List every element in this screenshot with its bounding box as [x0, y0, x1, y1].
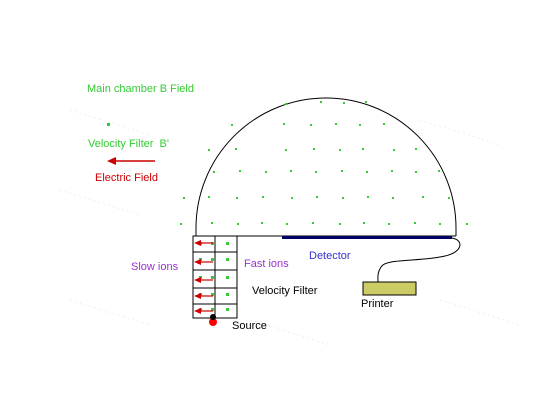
- b-field-dot: [393, 149, 395, 151]
- b-field-dot: [466, 223, 468, 225]
- hatch-line: [69, 299, 151, 326]
- b-field-dot: [291, 197, 293, 199]
- b-field-dot: [283, 123, 285, 125]
- arrow-head: [194, 277, 201, 283]
- b-field-dot: [208, 196, 210, 198]
- b-field-dot: [366, 171, 368, 173]
- b-field-dot: [320, 101, 322, 103]
- hatch-line: [439, 299, 521, 326]
- b-field-dot: [392, 197, 394, 199]
- b-field-dot: [415, 148, 417, 150]
- b-field-dot: [339, 223, 341, 225]
- b-field-dot: [313, 148, 315, 150]
- b-field-dot: [261, 222, 263, 224]
- b-prime-field-dot: [226, 242, 229, 245]
- b-field-dot: [388, 223, 390, 225]
- arrow-head: [194, 293, 201, 299]
- b-field-dot: [383, 123, 385, 125]
- b-field-dot: [180, 223, 182, 225]
- b-field-dot: [312, 222, 314, 224]
- arrow-head: [107, 157, 116, 165]
- ion-source-dot: [209, 318, 217, 326]
- printer-cable: [377, 237, 461, 283]
- velocity-filter-electric-arrows: [194, 240, 213, 314]
- e-field-arrow-icon: [194, 259, 213, 265]
- e-field-arrow-icon: [194, 277, 213, 283]
- arrow-head: [194, 308, 201, 314]
- b-field-dot: [359, 124, 361, 126]
- b-prime-field-dot: [226, 276, 229, 279]
- b-field-dot: [316, 196, 318, 198]
- b-prime-field-dot: [211, 276, 214, 279]
- b-field-dot: [235, 148, 237, 150]
- b-prime-field-dot: [211, 308, 214, 311]
- e-field-arrow-icon: [194, 308, 213, 314]
- hatch-line: [59, 189, 141, 216]
- b-field-dot: [415, 171, 417, 173]
- b-field-dot: [285, 149, 287, 151]
- b-field-dot: [286, 223, 288, 225]
- b-field-dot: [362, 148, 364, 150]
- background-hatch: [59, 109, 521, 346]
- b-prime-field-dot: [226, 293, 229, 296]
- b-field-dot: [439, 223, 441, 225]
- arrow-head: [194, 240, 201, 246]
- b-field-dot: [342, 197, 344, 199]
- b-field-dot: [239, 170, 241, 172]
- b-field-dot: [438, 170, 440, 172]
- b-field-dot: [310, 124, 312, 126]
- source-label: Source: [232, 320, 267, 332]
- main-chamber-field-label: Main chamber B Field: [87, 83, 194, 95]
- electric-field-arrow-icon: [107, 157, 155, 165]
- b-prime-field-dot: [211, 258, 214, 261]
- b-field-dot: [391, 170, 393, 172]
- printer-label: Printer: [361, 298, 394, 310]
- slow-ions-label: Slow ions: [131, 261, 179, 273]
- fast-ions-label: Fast ions: [244, 258, 289, 270]
- b-field-dot: [343, 102, 345, 104]
- b-field-dot: [422, 196, 424, 198]
- b-field-dot: [211, 222, 213, 224]
- b-field-dot: [335, 123, 337, 125]
- b-prime-field-dot: [226, 308, 229, 311]
- electric-field-label: Electric Field: [95, 172, 158, 184]
- field-dot-icon: [107, 123, 110, 126]
- b-field-dot: [208, 149, 210, 151]
- printer-box: [362, 281, 417, 296]
- main-chamber-field-dots: [180, 101, 468, 225]
- e-field-arrow-icon: [194, 293, 213, 299]
- b-field-dot: [367, 196, 369, 198]
- b-field-dot: [285, 103, 287, 105]
- b-field-dot: [315, 171, 317, 173]
- hatch-line: [419, 119, 501, 146]
- hatch-line: [69, 109, 151, 136]
- b-prime-field-dot: [226, 258, 229, 261]
- b-field-dot: [183, 197, 185, 199]
- b-field-dot: [231, 124, 233, 126]
- b-prime-field-dot: [211, 293, 214, 296]
- hatch-line: [249, 319, 331, 346]
- b-field-dot: [262, 196, 264, 198]
- main-chamber-dome: [195, 97, 457, 236]
- b-field-dot: [213, 171, 215, 173]
- arrow-head: [194, 259, 201, 265]
- ion-source-nozzle: [210, 314, 216, 320]
- b-field-dot: [365, 101, 367, 103]
- e-field-arrow-icon: [194, 240, 213, 246]
- detector-label: Detector: [309, 250, 351, 262]
- b-field-dot: [339, 149, 341, 151]
- b-field-dot: [265, 171, 267, 173]
- velocity-filter-label: Velocity Filter: [252, 285, 318, 297]
- b-field-dot: [448, 197, 450, 199]
- velocity-filter-field-label: Velocity Filter B': [88, 138, 169, 150]
- b-field-dot: [237, 223, 239, 225]
- b-field-dot: [414, 222, 416, 224]
- b-field-dot: [236, 197, 238, 199]
- b-field-dot: [341, 170, 343, 172]
- b-field-dot: [290, 170, 292, 172]
- b-field-dot: [363, 222, 365, 224]
